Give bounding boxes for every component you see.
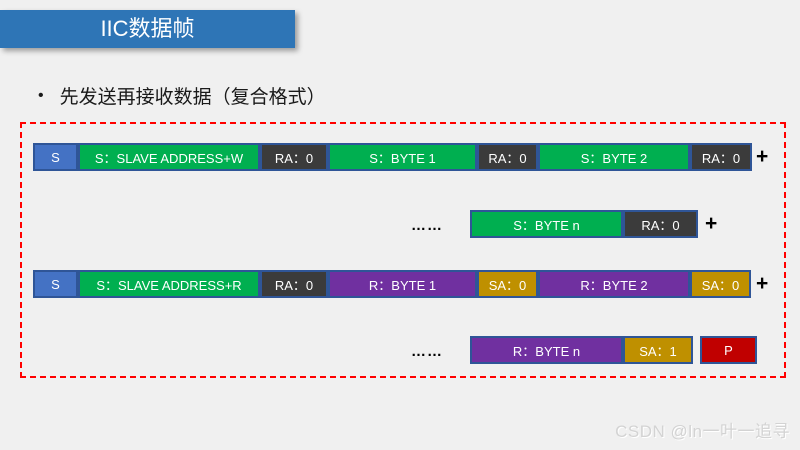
read-segment: R：BYTE 1 [328,270,477,298]
write-segment: S：SLAVE ADDRESS+W [78,143,260,171]
read-segment: R：BYTE 2 [538,270,690,298]
write-ack-segment: RA：0 [477,143,538,171]
page-title: IIC数据帧 [0,10,295,48]
read-segment: R：BYTE n [470,336,623,364]
write-segment: S：SLAVE ADDRESS+R [78,270,260,298]
write-segment: S：BYTE n [470,210,623,238]
bullet-item: • 先发送再接收数据（复合格式） [38,82,738,109]
plus-sign: + [756,145,769,168]
write-ack-segment: RA：0 [623,210,698,238]
ellipsis: …… [411,217,443,234]
start-segment: S [33,143,78,171]
write-ack-segment: RA：0 [690,143,752,171]
write-segment: S：BYTE 1 [328,143,477,171]
page-title-label: IIC数据帧 [100,16,195,41]
frame-diagram-border [20,122,786,378]
read-ack-segment: SA：1 [623,336,693,364]
stop-segment: P [700,336,757,364]
write-ack-segment: RA：0 [260,143,328,171]
bullet-icon: • [38,86,44,104]
bullet-text: 先发送再接收数据（复合格式） [59,87,326,108]
plus-sign: + [756,272,769,295]
watermark: CSDN @ln一叶一追寻 [615,422,790,441]
ellipsis: …… [411,343,443,360]
plus-sign: + [705,212,718,235]
write-ack-segment: RA：0 [260,270,328,298]
read-ack-segment: SA：0 [477,270,538,298]
read-ack-segment: SA：0 [690,270,751,298]
write-segment: S：BYTE 2 [538,143,690,171]
start-segment: S [33,270,78,298]
